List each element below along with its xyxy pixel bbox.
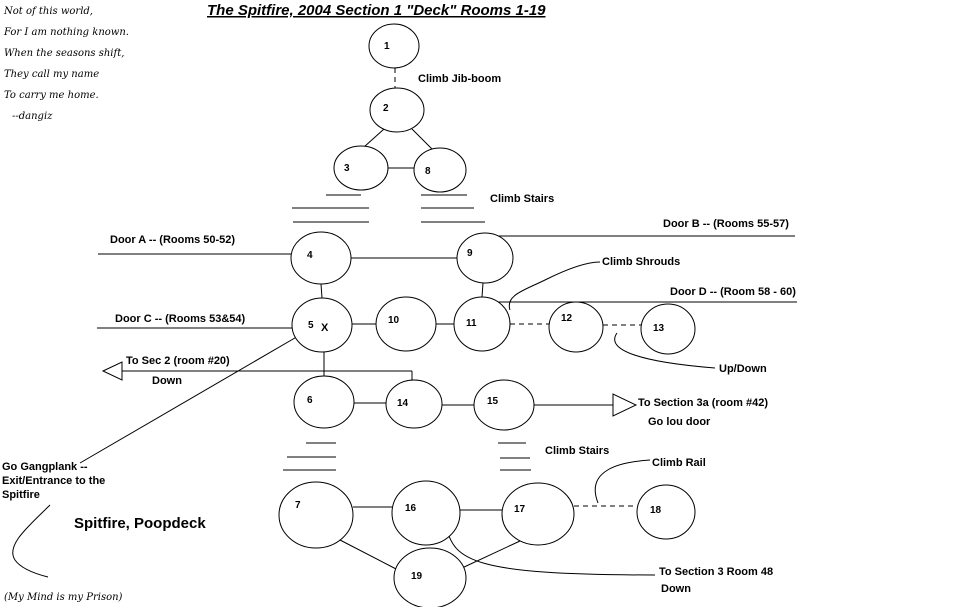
room-5-mark: X <box>321 322 329 334</box>
room-17[interactable]: 17 <box>501 482 575 546</box>
room-number: 10 <box>388 315 400 326</box>
poem: Not of this world, For I am nothing know… <box>3 6 129 122</box>
label-gangplank-3: Spitfire <box>2 489 40 501</box>
room-13[interactable]: 13 <box>640 303 696 355</box>
room-number: 1 <box>384 41 390 52</box>
label-climb-shrouds: Climb Shrouds <box>602 256 680 268</box>
labels: Climb Jib-boom Climb Stairs Door A -- (R… <box>2 73 796 603</box>
room-number: 15 <box>487 396 499 407</box>
label-door-b[interactable]: Door B -- (Rooms 55-57) <box>663 218 789 230</box>
label-down-2: Down <box>661 583 691 595</box>
room-number: 4 <box>307 250 313 261</box>
room-number: 18 <box>650 505 662 516</box>
poem-line: They call my name <box>4 69 99 80</box>
room-number: 7 <box>295 500 301 511</box>
label-to-section-3a[interactable]: To Section 3a (room #42) <box>638 397 768 409</box>
room-number: 6 <box>307 395 313 406</box>
label-climb-stairs-2: Climb Stairs <box>545 445 609 457</box>
room-number: 13 <box>653 323 665 334</box>
room-number: 2 <box>383 103 389 114</box>
room-8[interactable]: 8 <box>413 147 467 193</box>
poem-line: For I am nothing known. <box>3 27 129 38</box>
poem-line: Not of this world, <box>3 6 93 17</box>
room-14[interactable]: 14 <box>385 379 443 429</box>
room-10[interactable]: 10 <box>375 296 437 352</box>
room-18[interactable]: 18 <box>636 484 696 540</box>
label-door-c[interactable]: Door C -- (Rooms 53&54) <box>115 313 246 325</box>
label-door-d[interactable]: Door D -- (Room 58 - 60) <box>670 286 796 298</box>
label-go-lou-door: Go lou door <box>648 416 711 428</box>
room-number: 8 <box>425 166 431 177</box>
room-16[interactable]: 16 <box>391 480 461 546</box>
label-gangplank[interactable]: Go Gangplank -- <box>2 461 88 473</box>
room-19[interactable]: 19 <box>393 547 467 607</box>
footer-quote: (My Mind is my Prison) <box>4 592 123 603</box>
room-number: 11 <box>466 318 477 329</box>
room-number: 16 <box>405 503 417 514</box>
poem-author: --dangiz <box>12 111 53 122</box>
room-7[interactable]: 7 <box>278 481 354 549</box>
room-number: 5 <box>308 320 314 331</box>
map-title: The Spitfire, 2004 Section 1 "Deck" Room… <box>207 2 546 19</box>
room-2[interactable]: 2 <box>369 87 425 133</box>
label-climb-jib-boom: Climb Jib-boom <box>418 73 501 85</box>
room-number: 14 <box>397 398 409 409</box>
subtitle: Spitfire, Poopdeck <box>74 515 206 532</box>
label-up-down: Up/Down <box>719 363 767 375</box>
room-9[interactable]: 9 <box>456 232 514 284</box>
label-gangplank-2: Exit/Entrance to the <box>2 475 105 487</box>
room-number: 12 <box>561 313 573 324</box>
room-15[interactable]: 15 <box>473 379 535 431</box>
room-4[interactable]: 4 <box>290 231 352 285</box>
room-number: 3 <box>344 163 350 174</box>
label-climb-stairs: Climb Stairs <box>490 193 554 205</box>
poem-line: When the seasons shift, <box>4 48 124 59</box>
label-to-section-3[interactable]: To Section 3 Room 48 <box>659 566 773 578</box>
room-11[interactable]: 11 <box>453 296 511 352</box>
label-door-a[interactable]: Door A -- (Rooms 50-52) <box>110 234 235 246</box>
room-1[interactable]: 1 <box>368 23 420 69</box>
label-to-sec-2[interactable]: To Sec 2 (room #20) <box>126 355 230 367</box>
room-number: 19 <box>411 571 423 582</box>
room-number: 9 <box>467 248 473 259</box>
poem-line: To carry me home. <box>4 90 99 101</box>
room-6[interactable]: 6 <box>293 375 355 429</box>
room-3[interactable]: 3 <box>333 145 389 191</box>
label-down: Down <box>152 375 182 387</box>
room-12[interactable]: 12 <box>548 301 604 353</box>
room-number: 17 <box>514 504 526 515</box>
connectors <box>12 68 797 578</box>
label-climb-rail: Climb Rail <box>652 457 706 469</box>
